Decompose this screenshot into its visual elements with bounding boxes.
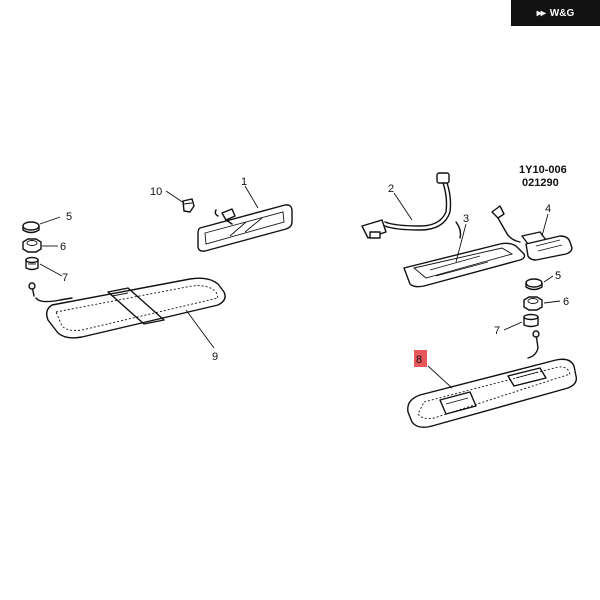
callout-7-left: 7	[62, 272, 68, 284]
callout-5-left: 5	[66, 211, 72, 223]
callout-4: 4	[545, 203, 551, 215]
mirror-clip[interactable]	[182, 198, 195, 213]
right-sun-visor[interactable]	[407, 330, 578, 429]
callout-5-right: 5	[555, 270, 561, 282]
right-bushing-7[interactable]	[523, 313, 539, 328]
wire-harness[interactable]	[361, 172, 462, 239]
left-nut-6[interactable]	[22, 238, 42, 253]
wings-logo-icon: ▸▸	[536, 7, 546, 19]
callout-1: 1	[241, 176, 247, 188]
callout-7-right: 7	[494, 325, 500, 337]
diagram-code-line2: 021290	[522, 177, 559, 189]
left-sun-visor[interactable]	[28, 277, 226, 339]
callout-9: 9	[212, 351, 218, 363]
callout-3: 3	[463, 213, 469, 225]
left-bushing-7[interactable]	[25, 256, 39, 271]
rear-view-mirror[interactable]	[197, 204, 293, 252]
leader-lines	[39, 185, 561, 389]
lamp-lens[interactable]	[525, 235, 573, 261]
left-cap-5[interactable]	[22, 221, 40, 234]
callout-8-highlight	[414, 350, 427, 367]
callout-2: 2	[388, 183, 394, 195]
diagram-code-line1: 1Y10-006	[519, 164, 567, 176]
right-cap-5[interactable]	[525, 278, 543, 291]
callout-8: 8	[416, 354, 422, 366]
vanity-mirror-assembly[interactable]	[403, 205, 547, 288]
watermark-brand: W&G	[549, 7, 575, 19]
callout-10: 10	[150, 186, 162, 198]
watermark-badge: ▸▸ W&G	[511, 0, 600, 26]
right-nut-6[interactable]	[523, 296, 543, 311]
callout-6-left: 6	[60, 241, 66, 253]
callout-6-right: 6	[563, 296, 569, 308]
